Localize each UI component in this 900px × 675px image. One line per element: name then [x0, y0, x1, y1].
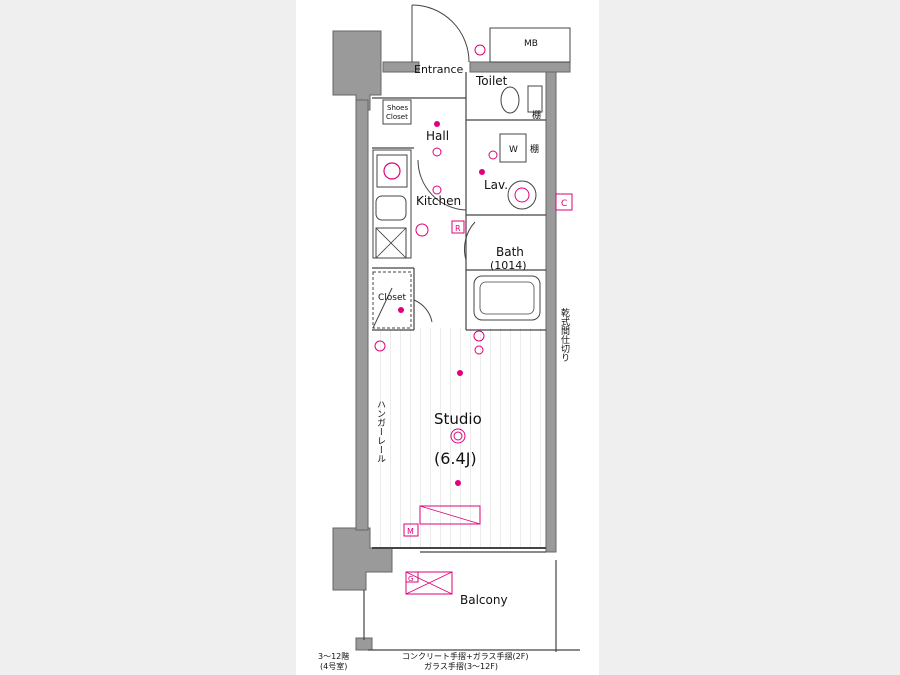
- svg-text:Shoes: Shoes: [387, 104, 408, 112]
- shelf-label-toilet: 棚: [532, 109, 541, 121]
- c-marker: C: [555, 193, 573, 211]
- svg-text:C: C: [561, 199, 567, 209]
- left-wall: [355, 99, 369, 531]
- washing-machine: [499, 133, 527, 163]
- m-marker: M: [403, 523, 419, 537]
- kitchen-counter: [372, 149, 412, 259]
- washer-label: W: [509, 145, 518, 155]
- sink: [375, 195, 407, 221]
- top-wall-left: [382, 61, 420, 73]
- bathtub: [473, 275, 541, 321]
- svg-text:M: M: [407, 527, 414, 536]
- svg-text:R: R: [455, 224, 461, 233]
- toilet-fixture: [500, 85, 543, 114]
- column-top-left: [332, 30, 382, 111]
- lav-label: Lav.: [484, 178, 508, 192]
- bath-label: Bath: [496, 245, 524, 259]
- studio-size-label: (6.4J): [434, 449, 477, 468]
- r-marker: R: [451, 220, 465, 234]
- svg-text:MB: MB: [524, 39, 538, 49]
- closet-label: Closet: [378, 293, 407, 303]
- top-wall-right: [469, 61, 571, 73]
- shelf-label-lav: 棚: [530, 143, 539, 155]
- hanger-rail-label: ハンガーレール: [375, 400, 386, 463]
- studio-label: Studio: [434, 410, 482, 428]
- balcony-label: Balcony: [460, 593, 508, 607]
- studio-floor: [372, 328, 546, 548]
- entrance-label: Entrance: [414, 63, 464, 76]
- lavatory-basin: [507, 180, 537, 210]
- bath-door[interactable]: [463, 221, 476, 261]
- svg-text:G: G: [408, 575, 413, 583]
- kitchen-label: Kitchen: [416, 194, 461, 208]
- partition-label: 乾式間仕切り: [559, 307, 570, 362]
- stove: [376, 154, 408, 188]
- toilet-label: Toilet: [475, 74, 508, 88]
- washroom-fixtures: [499, 133, 537, 210]
- light-fixtures: [374, 44, 498, 444]
- floors-note: 3～12階: [318, 651, 349, 661]
- right-wall: [545, 61, 557, 553]
- railing-note-2: ガラス手摺(3～12F): [424, 661, 498, 671]
- structural-walls: [332, 30, 571, 651]
- interior-walls: [363, 72, 580, 652]
- svg-text:Closet: Closet: [386, 113, 408, 121]
- g-marker: G: [405, 571, 419, 583]
- closet: [372, 271, 433, 329]
- electrical-points: [398, 121, 485, 486]
- hall-door[interactable]: [417, 159, 467, 211]
- unit-note: (4号室): [320, 661, 347, 671]
- balcony-items: [405, 505, 481, 595]
- refrigerator-space: [375, 227, 407, 259]
- railing-note-1: コンクリート手摺+ガラス手摺(2F): [402, 651, 528, 661]
- entrance-door[interactable]: [411, 4, 470, 63]
- mb-box: MB: [489, 27, 571, 63]
- bath-size-label: (1014): [490, 259, 527, 272]
- column-bottom-left: [332, 527, 393, 591]
- hall-label: Hall: [426, 129, 449, 143]
- shoes-closet: Shoes Closet: [382, 99, 412, 125]
